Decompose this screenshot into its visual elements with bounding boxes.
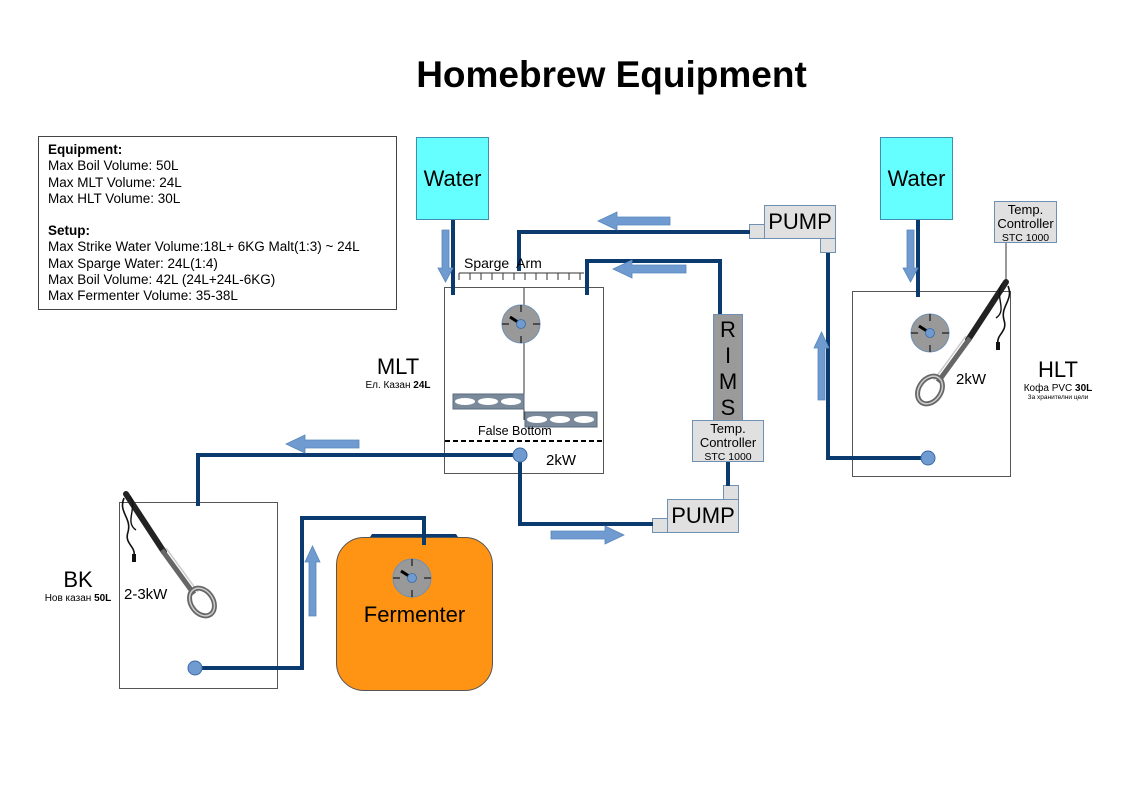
setup-heading: Setup:	[48, 223, 90, 239]
hlt-capacity: 30L	[1075, 383, 1093, 394]
fermenter-lid	[370, 534, 458, 537]
hlt-subtitle: Кофа PVC 30L	[1016, 383, 1100, 394]
mlt-label-group: MLT Ел. Казан 24L	[356, 354, 440, 391]
pipe-mlt-to-pump	[518, 455, 653, 526]
equipment-heading: Equipment:	[48, 142, 123, 157]
water-source-hlt: Water	[880, 137, 953, 220]
flow-arrow-up-fermenter	[304, 545, 321, 617]
rims-letter: I	[724, 343, 732, 368]
sparge-arm	[458, 272, 584, 280]
hlt-name: HLT	[1038, 357, 1078, 382]
mlt-subtitle-text: Ел. Казан	[365, 380, 414, 391]
hlt-outlet	[920, 450, 936, 466]
hlt-heater-label: 2kW	[956, 371, 986, 388]
bk-vessel	[119, 502, 278, 689]
bk-heater-label: 2-3kW	[124, 586, 168, 603]
hlt-temp-controller: Temp. Controller STC 1000	[994, 201, 1057, 244]
pump-top: PUMP	[764, 205, 836, 239]
rims-temp-controller: Temp. Controller STC 1000	[692, 420, 764, 463]
specs-info-box: Equipment: Max Boil Volume: 50L Max MLT …	[38, 136, 397, 310]
pump-outlet-port	[820, 238, 836, 253]
rims-letter: M	[718, 369, 738, 394]
controller-line: Controller	[699, 435, 757, 450]
equipment-line: Max HLT Volume: 30L	[48, 190, 181, 206]
pipe-mlt-to-bk	[196, 453, 520, 506]
hlt-note: За хранителни цели	[1027, 394, 1089, 401]
bk-label-group: BK Нов казан 50L	[38, 567, 118, 604]
controller-model: STC 1000	[1001, 232, 1050, 244]
rims-letter: S	[720, 395, 736, 420]
pipe-rims-to-mlt	[585, 259, 722, 314]
flow-arrow-down-hlt	[902, 229, 919, 283]
controller-line: Controller	[997, 216, 1054, 231]
setup-line: Max Strike Water Volume:18L+ 6KG Malt(1:…	[48, 239, 360, 255]
flow-arrow-right-pump	[550, 525, 625, 545]
mlt-subtitle: Ел. Казан 24L	[356, 380, 440, 391]
fermenter-thermometer-gauge-icon	[391, 557, 433, 599]
controller-line: Temp.	[1007, 202, 1044, 217]
pipe-hlt-to-pump	[826, 253, 928, 460]
setup-line: Max Boil Volume: 42L (24L+24L-6KG)	[48, 272, 276, 288]
mlt-heater-label: 2kW	[546, 452, 576, 469]
water-source-mlt: Water	[416, 137, 489, 220]
bk-outlet	[187, 660, 203, 676]
equipment-line: Max Boil Volume: 50L	[48, 158, 179, 174]
flow-arrow-down-mlt	[437, 229, 454, 283]
pipe-pump-to-sparge	[517, 230, 750, 271]
fermenter-label: Fermenter	[363, 602, 466, 627]
mlt-capacity: 24L	[413, 380, 431, 391]
rims-tube: R I M S	[713, 314, 743, 421]
flow-arrow-left-bk	[285, 434, 360, 454]
pipe-bk-to-fermenter	[195, 516, 426, 670]
flow-arrow-left-top	[597, 211, 671, 231]
setup-line: Max Sparge Water: 24L(1:4)	[48, 255, 218, 271]
rims-letter: R	[720, 317, 736, 342]
flow-arrow-left-rims	[612, 259, 687, 279]
pump-outlet-port	[723, 485, 739, 500]
setup-line: Max Fermenter Volume: 35-38L	[48, 288, 238, 304]
mlt-thermometer-gauge-icon	[500, 303, 542, 345]
pump-bottom: PUMP	[667, 499, 739, 533]
bk-subtitle-text: Нов казан	[44, 593, 95, 604]
false-bottom-label: False Bottom	[478, 424, 552, 438]
diagram-title: Homebrew Equipment	[416, 54, 807, 95]
bk-subtitle: Нов казан 50L	[38, 593, 118, 604]
sparge-arm-label: Sparge Arm	[464, 255, 542, 271]
hlt-thermometer-gauge-icon	[909, 312, 951, 354]
controller-model: STC 1000	[704, 451, 752, 463]
hlt-label-group: HLT Кофа PVC 30L За хранителни цели	[1016, 357, 1100, 401]
hlt-subtitle-text: Кофа PVC	[1023, 383, 1076, 394]
bk-name: BK	[63, 567, 93, 592]
mlt-name: MLT	[376, 354, 420, 379]
flow-arrow-up-hlt	[813, 331, 830, 401]
controller-line: Temp.	[710, 421, 746, 436]
mlt-outlet	[512, 447, 528, 463]
equipment-line: Max MLT Volume: 24L	[48, 174, 182, 190]
bk-capacity: 50L	[94, 593, 112, 604]
